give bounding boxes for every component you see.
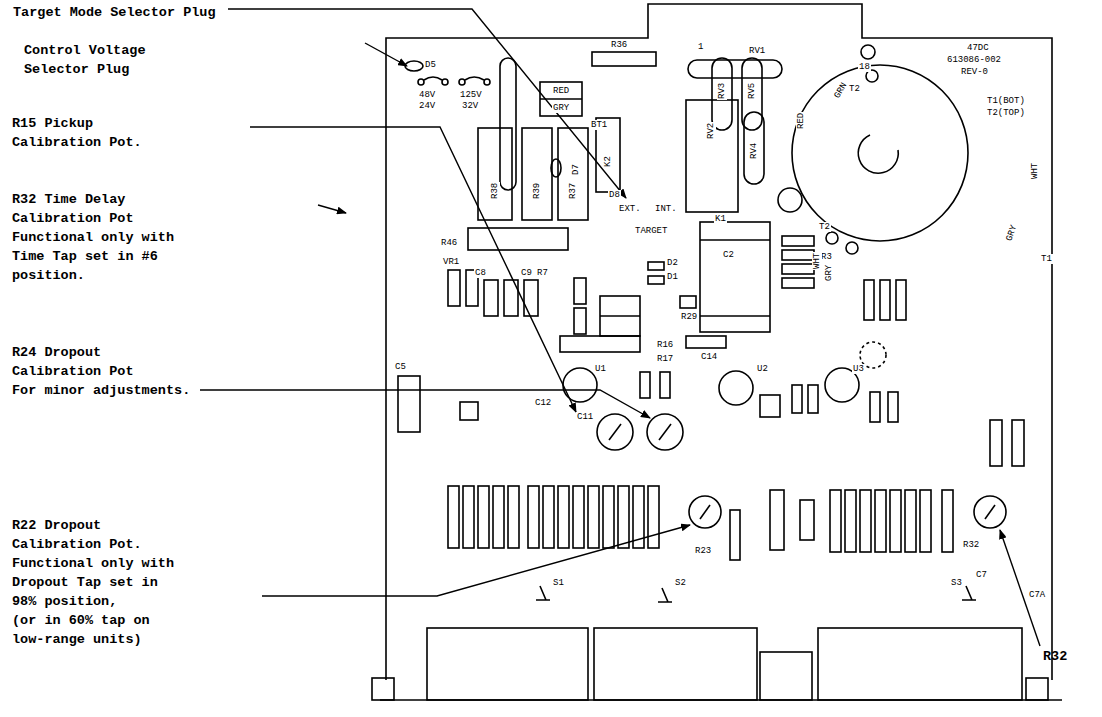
silkscreen-label: C7 xyxy=(975,570,988,580)
silkscreen-label: R37 xyxy=(568,182,578,200)
silkscreen-label: 613086-002 xyxy=(946,55,1002,65)
silkscreen-label: R38 xyxy=(490,182,500,200)
silkscreen-label: WHT xyxy=(1030,162,1040,180)
silkscreen-label: R32 xyxy=(962,540,980,550)
silkscreen-label: 18 xyxy=(858,62,871,72)
callout-text: R24 Dropout Calibration Pot xyxy=(12,343,138,381)
silkscreen-label: T2 xyxy=(848,84,861,94)
silkscreen-label: R17 xyxy=(656,354,674,364)
silkscreen-label: D8 xyxy=(608,190,621,200)
silkscreen-label: C5 xyxy=(394,362,407,372)
callout-text: R15 Pickup Calibration Pot. xyxy=(12,114,150,152)
silkscreen-label: K2 xyxy=(603,155,613,168)
silkscreen-label: BT1 xyxy=(590,120,608,130)
silkscreen-label: D5 xyxy=(424,60,437,70)
silkscreen-label: C12 xyxy=(534,398,552,408)
silkscreen-label: RV3 xyxy=(717,82,727,100)
silkscreen-label: R46 xyxy=(440,238,458,248)
silkscreen-label: D7 xyxy=(571,163,581,176)
silkscreen-label: T2 xyxy=(818,222,831,232)
silkscreen-label: C8 xyxy=(474,268,487,278)
silkscreen-label: INT. xyxy=(654,204,678,214)
silkscreen-label: 24V xyxy=(418,101,436,111)
silkscreen-label: 47DC xyxy=(966,43,990,53)
silkscreen-label: RV2 xyxy=(706,122,716,140)
silkscreen-label: 125V xyxy=(459,90,483,100)
silkscreen-label: REV-0 xyxy=(960,67,989,77)
silkscreen-label: C9 xyxy=(520,268,533,278)
callout-text: (or in 60% tap on low-range units) xyxy=(12,611,174,649)
silkscreen-label: C2 xyxy=(722,250,735,260)
silkscreen-label: C7A xyxy=(1028,590,1046,600)
silkscreen-label: R7 xyxy=(536,268,549,278)
silkscreen-label: GRY xyxy=(824,264,834,282)
silkscreen-label: T1(BOT) xyxy=(986,96,1026,106)
silkscreen-label: EXT. xyxy=(618,204,642,214)
silkscreen-label: U3 xyxy=(852,364,865,374)
silkscreen-label: K1 xyxy=(714,214,727,224)
silkscreen-label: D2 xyxy=(666,258,679,268)
silkscreen-label: RED xyxy=(796,112,806,130)
silkscreen-label: T1 xyxy=(1040,254,1053,264)
silkscreen-label: D1 xyxy=(666,272,679,282)
silkscreen-label: TARGET xyxy=(634,226,668,236)
silkscreen-label: RED xyxy=(552,86,570,96)
silkscreen-label: RV5 xyxy=(747,82,757,100)
silkscreen-label: 32V xyxy=(461,101,479,111)
silkscreen-label: RV1 xyxy=(748,46,766,56)
silkscreen-label: GRY xyxy=(552,103,570,113)
silkscreen-label: VR1 xyxy=(442,257,460,267)
silkscreen-label: 1 xyxy=(697,42,704,52)
callout-text: R22 Dropout Calibration Pot. Functional … xyxy=(12,516,174,611)
silkscreen-label: R39 xyxy=(532,182,542,200)
silkscreen-label: R36 xyxy=(610,40,628,50)
silkscreen-label: C14 xyxy=(700,352,718,362)
callout-text: Target Mode Selector Plug xyxy=(13,3,216,22)
silkscreen-label: U2 xyxy=(756,364,769,374)
silkscreen-label: T2(TOP) xyxy=(986,108,1026,118)
silkscreen-label: R16 xyxy=(656,340,674,350)
silkscreen-label: S3 xyxy=(950,578,963,588)
silkscreen-label: C11 xyxy=(576,412,594,422)
callout-text: R32 xyxy=(1043,647,1067,666)
silkscreen-label: R23 xyxy=(694,546,712,556)
callout-text: Control Voltage Selector Plug xyxy=(24,41,154,79)
silkscreen-label: 48V xyxy=(418,90,436,100)
silkscreen-label: S1 xyxy=(552,578,565,588)
callout-text: R32 Time Delay Calibration Pot Functiona… xyxy=(12,190,182,285)
silkscreen-label: GRY xyxy=(1004,223,1020,244)
callout-text: For minor adjustments. xyxy=(12,381,190,400)
silkscreen-label: S2 xyxy=(674,578,687,588)
silkscreen-label: U1 xyxy=(594,364,607,374)
silkscreen-label: WHT xyxy=(812,252,822,270)
silkscreen-label: RV4 xyxy=(749,142,759,160)
silkscreen-label: R29 xyxy=(680,312,698,322)
